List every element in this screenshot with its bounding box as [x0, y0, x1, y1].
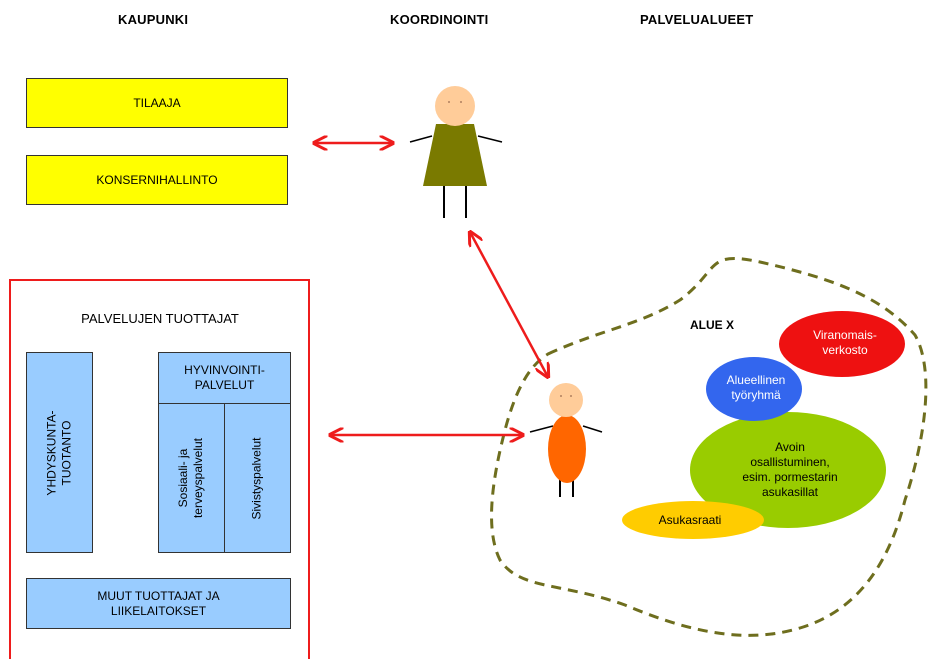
group-management-box: KONSERNIHALLINTO [26, 155, 288, 205]
welfare-services-box: HYVINVOINTI- PALVELUT [158, 352, 291, 404]
coordinator-person-icon [409, 86, 503, 218]
group-management-label: KONSERNIHALLINTO [96, 172, 218, 187]
header-city: KAUPUNKI [118, 12, 189, 27]
other-producers-box: MUUT TUOTTAJAT JA LIIKELAITOKSET [26, 578, 291, 629]
double-arrow-icon [470, 232, 548, 377]
producers-frame [9, 279, 310, 659]
education-box: Sivistyspalvelut [224, 403, 291, 553]
producers-title: PALVELUJEN TUOTTAJAT [81, 311, 239, 326]
welfare-services-label: HYVINVOINTI- PALVELUT [184, 363, 265, 392]
residents-council-label: Asukasraati [658, 512, 722, 527]
orderer-label: TILAAJA [133, 95, 181, 110]
open-participation-label: Avoin osallistuminen, esim. pormestarin … [742, 440, 838, 499]
orderer-box: TILAAJA [26, 78, 288, 128]
open-participation-ellipse [690, 412, 886, 528]
area-person-icon [529, 383, 603, 497]
other-producers-label: MUUT TUOTTAJAT JA LIIKELAITOKSET [97, 588, 220, 618]
area-title: ALUE X [690, 318, 735, 332]
community-production-box: YHDYSKUNTA- TUOTANTO [26, 352, 93, 553]
residents-council-ellipse [622, 501, 764, 539]
authority-network-ellipse [779, 311, 905, 377]
authority-network-label: Viranomais- verkosto [813, 328, 877, 357]
header-coordination: KOORDINOINTI [390, 12, 489, 27]
area-outline [490, 257, 928, 637]
regional-group-label: Alueellinen työryhmä [726, 373, 786, 402]
social-health-box: Sosiaali- ja terveyspalvelut [158, 403, 225, 553]
regional-group-ellipse [706, 357, 802, 421]
header-service-areas: PALVELUALUEET [640, 12, 754, 27]
